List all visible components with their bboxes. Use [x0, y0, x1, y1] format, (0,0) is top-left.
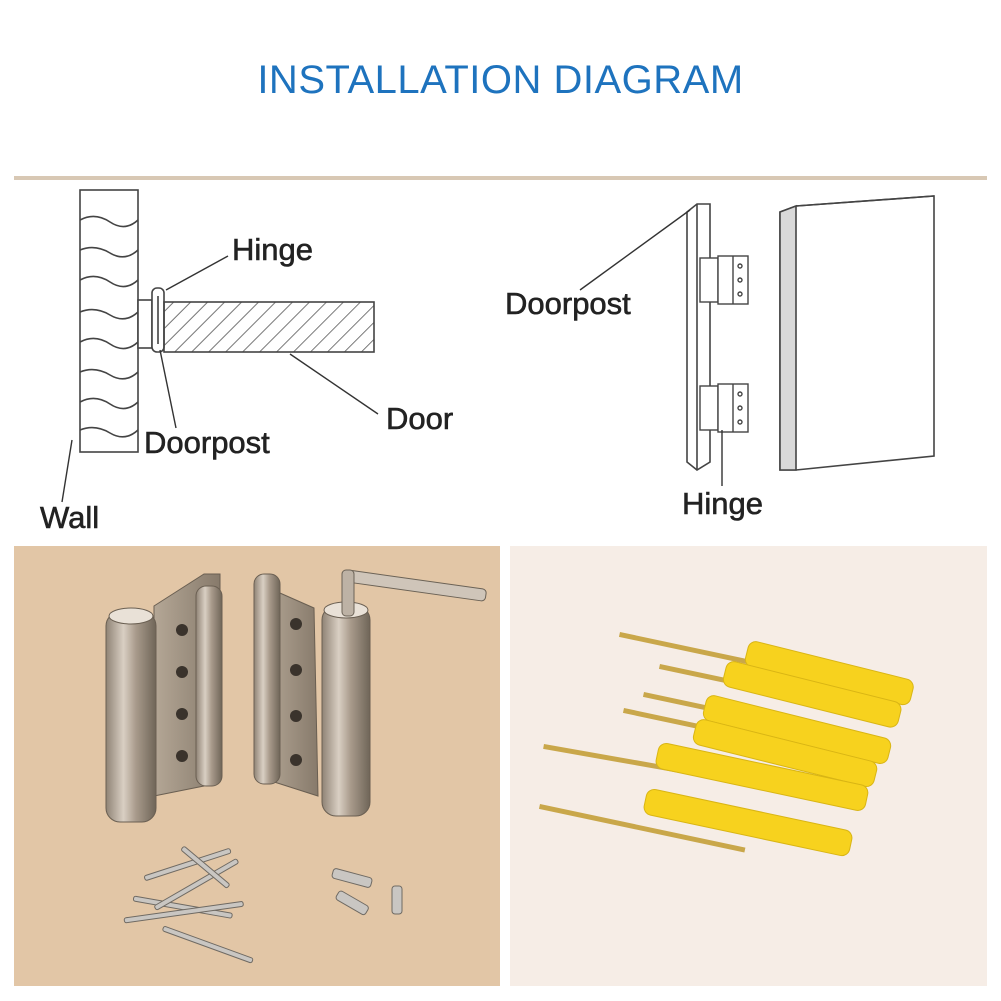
anchor-loose-2: [643, 788, 853, 857]
hex-key: [341, 569, 487, 617]
installation-line-diagrams: [61, 189, 935, 503]
anchor-loose-1: [655, 742, 869, 811]
hinge-right-bottom: [699, 383, 749, 433]
hinge-right-top: [699, 255, 749, 305]
screw-loose-2: [538, 804, 746, 853]
anchors-illustration: [538, 632, 914, 857]
hinges-illustration: [105, 569, 487, 964]
door-panel-right: [779, 195, 935, 471]
right-leader-lines: [579, 209, 723, 486]
hinge-left: [151, 287, 165, 353]
hinge-left-photo: [105, 573, 223, 823]
anchors-photo: [510, 546, 987, 986]
wall-label: Wall: [40, 500, 100, 536]
doorpost-label-left: Doorpost: [144, 425, 270, 461]
screws-pile: [123, 846, 403, 964]
hinges-photo: [14, 546, 500, 986]
hinge-right-photo: [253, 573, 371, 817]
hinge-label-right: Hinge: [682, 486, 764, 522]
hinge-label-left: Hinge: [232, 232, 314, 268]
door-cross-section: [163, 301, 375, 353]
door-label: Door: [386, 401, 454, 437]
doorpost-left: [137, 299, 153, 349]
screw-with-anchor-2: [658, 661, 902, 728]
section-divider: [14, 176, 987, 180]
doorpost-label-right: Doorpost: [505, 286, 631, 322]
screw-with-anchor-3: [642, 692, 892, 764]
left-leader-lines: [61, 255, 379, 503]
page-title: INSTALLATION DIAGRAM: [257, 58, 744, 102]
wall-cross-section: [79, 189, 139, 453]
screw-with-anchor-4: [622, 708, 878, 788]
